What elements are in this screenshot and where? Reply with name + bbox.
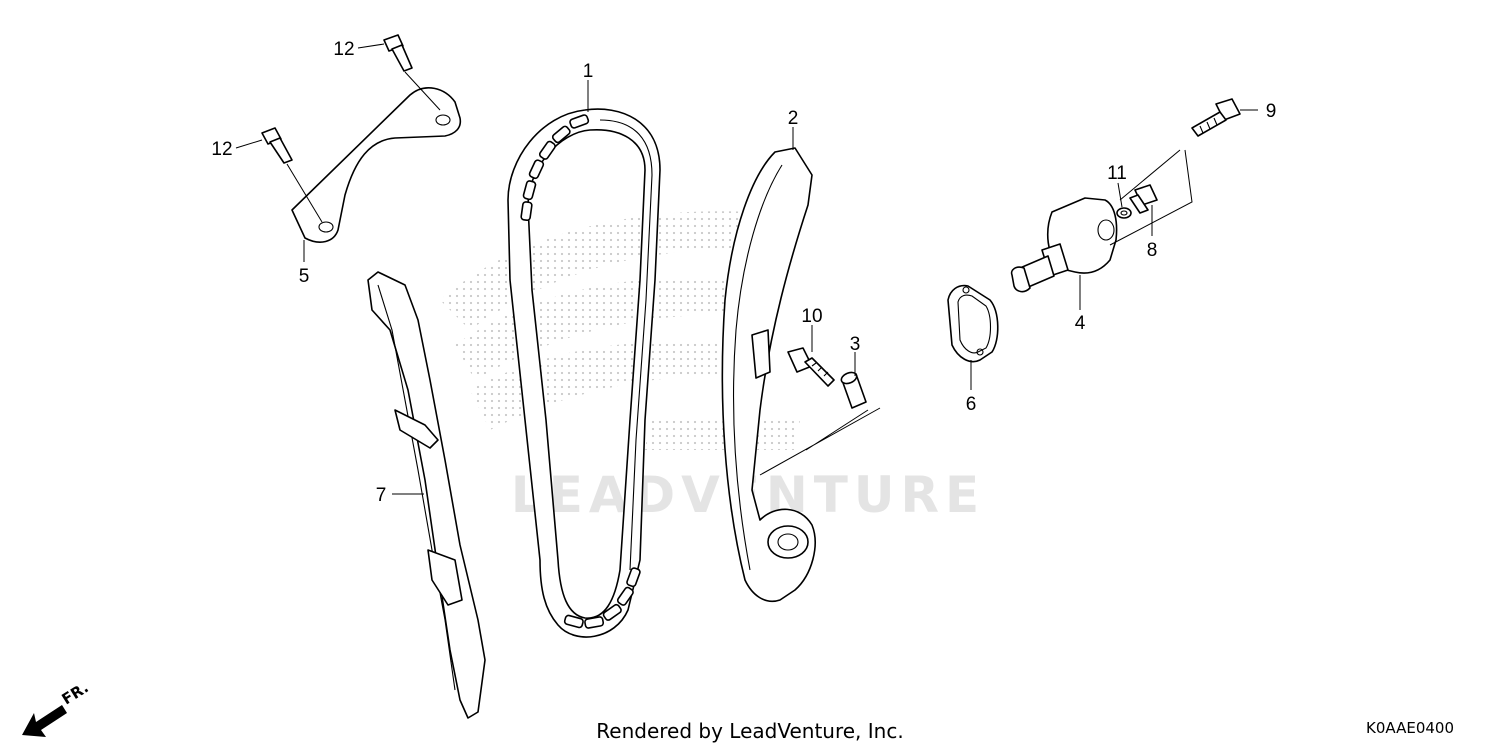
callout-5: 5 xyxy=(299,266,310,287)
callout-leaders xyxy=(235,43,1258,495)
rendered-by-credit: Rendered by LeadVenture, Inc. xyxy=(596,719,904,743)
callout-8: 8 xyxy=(1147,240,1158,261)
part-6-gasket[interactable] xyxy=(947,284,999,363)
diagram-code: K0AAE0400 xyxy=(1366,719,1454,737)
callout-12-upper: 12 xyxy=(333,39,354,60)
part-12-bolt-lower[interactable] xyxy=(261,127,323,223)
part-9-bolt[interactable] xyxy=(1191,98,1241,137)
callout-6: 6 xyxy=(966,394,977,415)
part-1-cam-chain[interactable] xyxy=(507,108,661,638)
part-11-washer[interactable] xyxy=(1116,207,1132,219)
part-10-pivot-bolt[interactable] xyxy=(787,347,835,387)
part-4-tensioner-lifter[interactable] xyxy=(1010,197,1118,293)
callout-11: 11 xyxy=(1107,163,1127,184)
part-12-bolt-upper[interactable] xyxy=(383,34,441,111)
callout-10: 10 xyxy=(801,306,822,327)
chain-links-top xyxy=(520,114,590,222)
callout-7: 7 xyxy=(376,485,387,506)
callout-3: 3 xyxy=(850,334,861,355)
callout-1: 1 xyxy=(583,61,594,82)
part-5-guide-plate[interactable] xyxy=(291,87,462,243)
callout-labels: 1 2 3 4 5 6 7 8 9 10 11 12 12 xyxy=(211,39,1276,506)
chain-links-bottom xyxy=(563,567,641,629)
front-arrow-label: FR. xyxy=(59,678,92,708)
callout-4: 4 xyxy=(1075,313,1086,334)
part-3-collar[interactable] xyxy=(840,370,867,409)
callout-12-lower: 12 xyxy=(211,139,232,160)
callout-9: 9 xyxy=(1266,101,1277,122)
front-arrow-icon xyxy=(22,705,67,737)
part-8-bolt[interactable] xyxy=(1129,184,1158,214)
part-7-chain-guide[interactable] xyxy=(367,271,486,719)
part-2-chain-guide[interactable] xyxy=(721,147,816,602)
callout-2: 2 xyxy=(788,108,799,129)
